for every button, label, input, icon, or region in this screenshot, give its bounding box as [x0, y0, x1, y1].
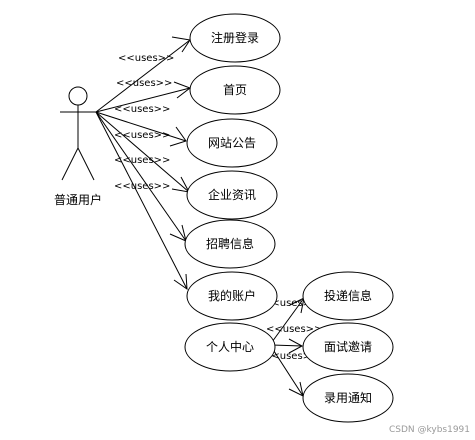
use-case-hire-notice: 录用通知	[324, 391, 372, 405]
use-case-recruitment-ellipse	[184, 219, 276, 269]
actor-left-leg	[61, 147, 79, 181]
use-case-recruitment: 招聘信息	[206, 236, 254, 251]
use-case-personal-center-ellipse	[184, 322, 276, 372]
assoc-company-info	[95, 111, 190, 193]
assoc-announcement	[95, 111, 187, 147]
uses-label-home-2: <<uses>>	[114, 104, 170, 115]
actor-right-leg	[77, 147, 95, 181]
assoc-register-login	[95, 36, 191, 113]
use-case-interview-invite: 面试邀请	[324, 339, 372, 354]
use-case-home: 首页	[223, 83, 247, 97]
use-case-company-info-ellipse	[186, 170, 278, 220]
uses-label-announcement: <<uses>>	[114, 130, 170, 141]
uses-labels: <<uses>> <<uses>> <<uses>> <<uses>> <<us…	[114, 53, 322, 362]
actor-stick-figure	[60, 86, 96, 181]
use-case-announcement-ellipse	[186, 118, 278, 168]
use-case-company-info: 企业资讯	[208, 187, 256, 202]
uses-label-interview-invite: <<uses>>	[266, 324, 322, 335]
use-case-submit-resume-ellipse	[302, 271, 394, 321]
use-case-my-account-ellipse	[186, 271, 278, 321]
uses-label-register-login: <<uses>>	[118, 53, 174, 64]
uses-label-hire-notice: <<uses>>	[263, 351, 319, 362]
uses-label-home: <<uses>>	[116, 78, 172, 89]
uses-label-recruitment: <<uses>>	[114, 181, 170, 192]
assoc-interview-invite	[271, 338, 304, 354]
use-case-hire-notice-ellipse	[302, 373, 394, 423]
use-cases	[184, 13, 394, 423]
actor-head	[68, 86, 88, 106]
uses-label-submit-resume: <<uses>>	[263, 298, 319, 309]
use-case-announcement: 网站公告	[208, 136, 256, 150]
assoc-my-account	[95, 111, 188, 291]
actor-associations	[95, 36, 192, 291]
use-case-submit-resume: 投递信息	[324, 288, 372, 303]
use-case-register-login-ellipse	[189, 13, 281, 63]
use-case-personal-center: 个人中心	[206, 339, 254, 354]
center-associations	[271, 297, 305, 397]
actor-label: 普通用户	[54, 192, 102, 207]
uses-label-company-info: <<uses>>	[114, 155, 170, 166]
use-case-labels: 注册登录 首页 网站公告 企业资讯 招聘信息 我的账户 个人中心 投递信息 面试…	[206, 30, 372, 405]
use-case-interview-invite-ellipse	[302, 322, 394, 372]
use-case-register-login: 注册登录	[211, 30, 259, 45]
use-case-home-ellipse	[189, 65, 281, 115]
use-case-my-account: 我的账户	[208, 288, 256, 303]
watermark: CSDN @kybs1991	[389, 425, 470, 435]
